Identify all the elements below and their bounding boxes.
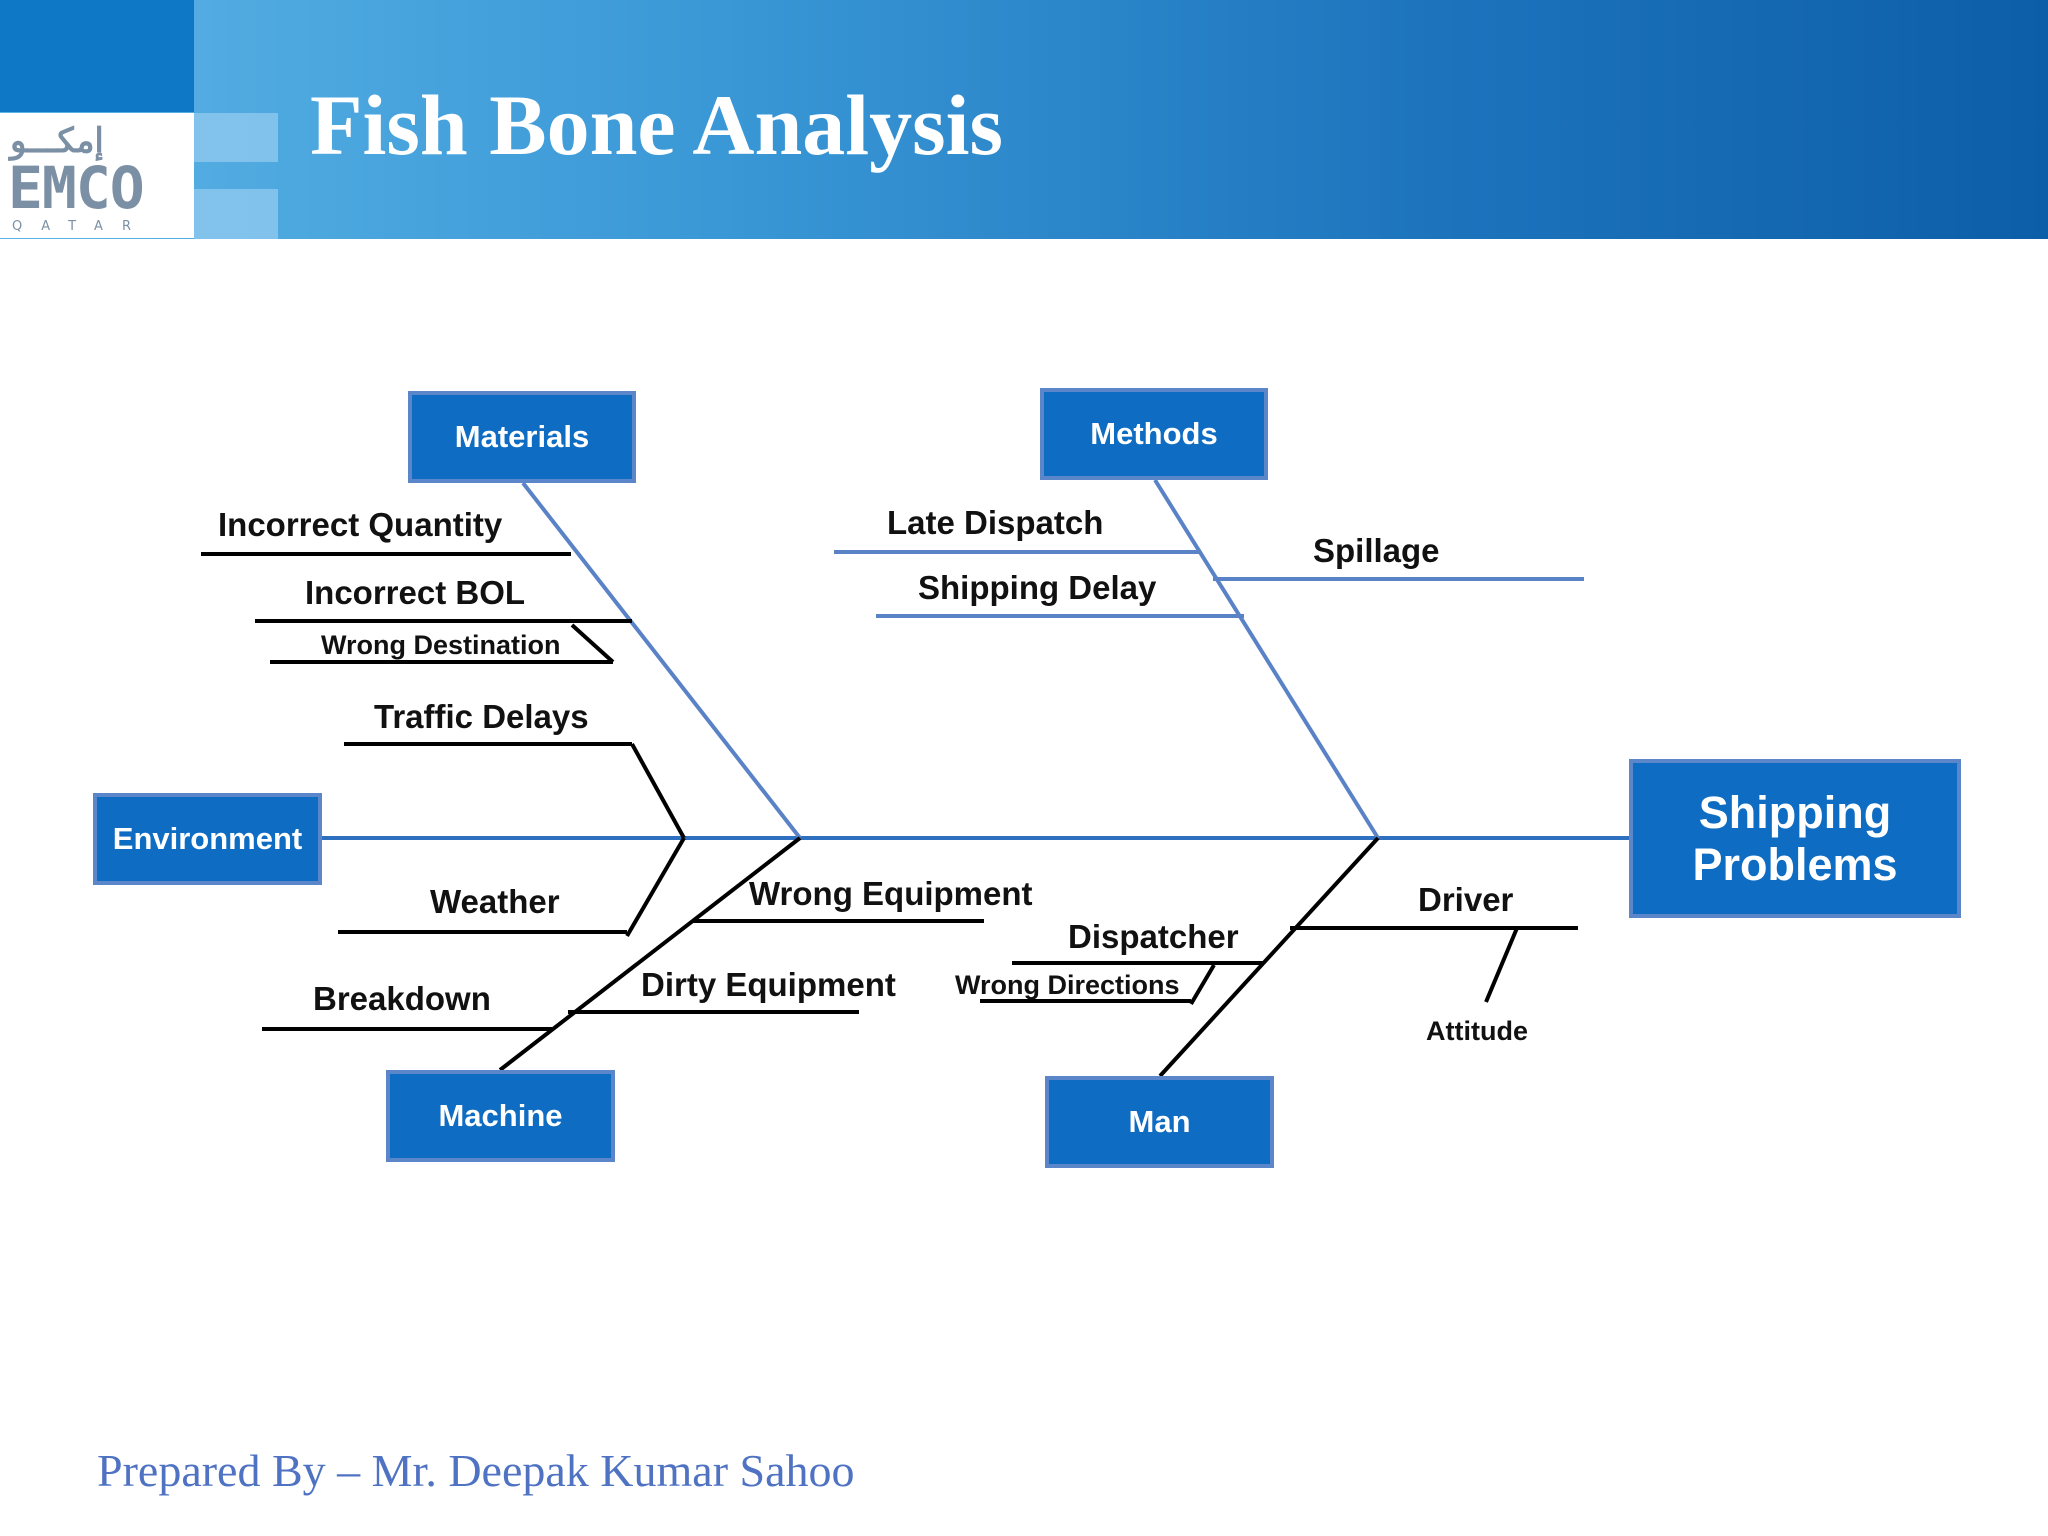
cause-link-weather: [625, 836, 686, 938]
cause-shipping-delay: Shipping Delay: [918, 569, 1157, 606]
cause-incorrect-quantity: Incorrect Quantity: [218, 506, 503, 543]
emco-logo: إمكـــو EMCO QATAR: [0, 113, 194, 238]
category-materials: Materials: [408, 391, 636, 483]
cause-attitude: Attitude: [1426, 1016, 1528, 1046]
cause-wrong-equipment: Wrong Equipment: [749, 875, 1033, 912]
slide-header: إمكـــو EMCO QATAR Fish Bone Analysis: [0, 0, 2048, 239]
bone-methods: [1153, 478, 1380, 840]
cause-dispatcher: Dispatcher: [1068, 918, 1239, 955]
bone-materials: [521, 481, 802, 840]
cause-dirty-equipment: Dirty Equipment: [641, 966, 896, 1003]
logo-subtitle: QATAR: [12, 219, 150, 234]
prepared-by: Prepared By – Mr. Deepak Kumar Sahoo: [97, 1445, 855, 1496]
cause-breakdown: Breakdown: [313, 980, 491, 1017]
bone-machine: [498, 836, 802, 1072]
category-man: Man: [1045, 1076, 1274, 1168]
cause-weather: Weather: [430, 883, 560, 920]
cause-driver: Driver: [1418, 881, 1514, 918]
cause-incorrect-bol: Incorrect BOL: [305, 574, 526, 611]
header-block: [0, 0, 194, 112]
cause-link-wrong-directions: [1189, 963, 1216, 1006]
cause-spillage: Spillage: [1313, 532, 1440, 569]
page-title: Fish Bone Analysis: [310, 77, 1003, 173]
cause-traffic-delays: Traffic Delays: [374, 698, 589, 735]
category-methods: Methods: [1040, 388, 1268, 480]
logo-arabic-text: إمكـــو: [10, 121, 104, 161]
bone-man: [1158, 836, 1380, 1078]
cause-wrong-directions: Wrong Directions: [955, 970, 1180, 1000]
header-tile: [194, 113, 278, 162]
category-machine: Machine: [386, 1070, 615, 1162]
cause-link-traffic-delays: [630, 743, 686, 839]
cause-link-wrong-destination: [570, 623, 615, 664]
cause-late-dispatch: Late Dispatch: [887, 504, 1104, 541]
effect-shipping-problems: Shipping Problems: [1629, 759, 1961, 918]
header-tile: [194, 189, 278, 239]
cause-wrong-destination: Wrong Destination: [321, 630, 561, 660]
cause-link-attitude: [1484, 927, 1519, 1003]
category-environment: Environment: [93, 793, 322, 885]
logo-wordmark: EMCO: [8, 154, 145, 222]
